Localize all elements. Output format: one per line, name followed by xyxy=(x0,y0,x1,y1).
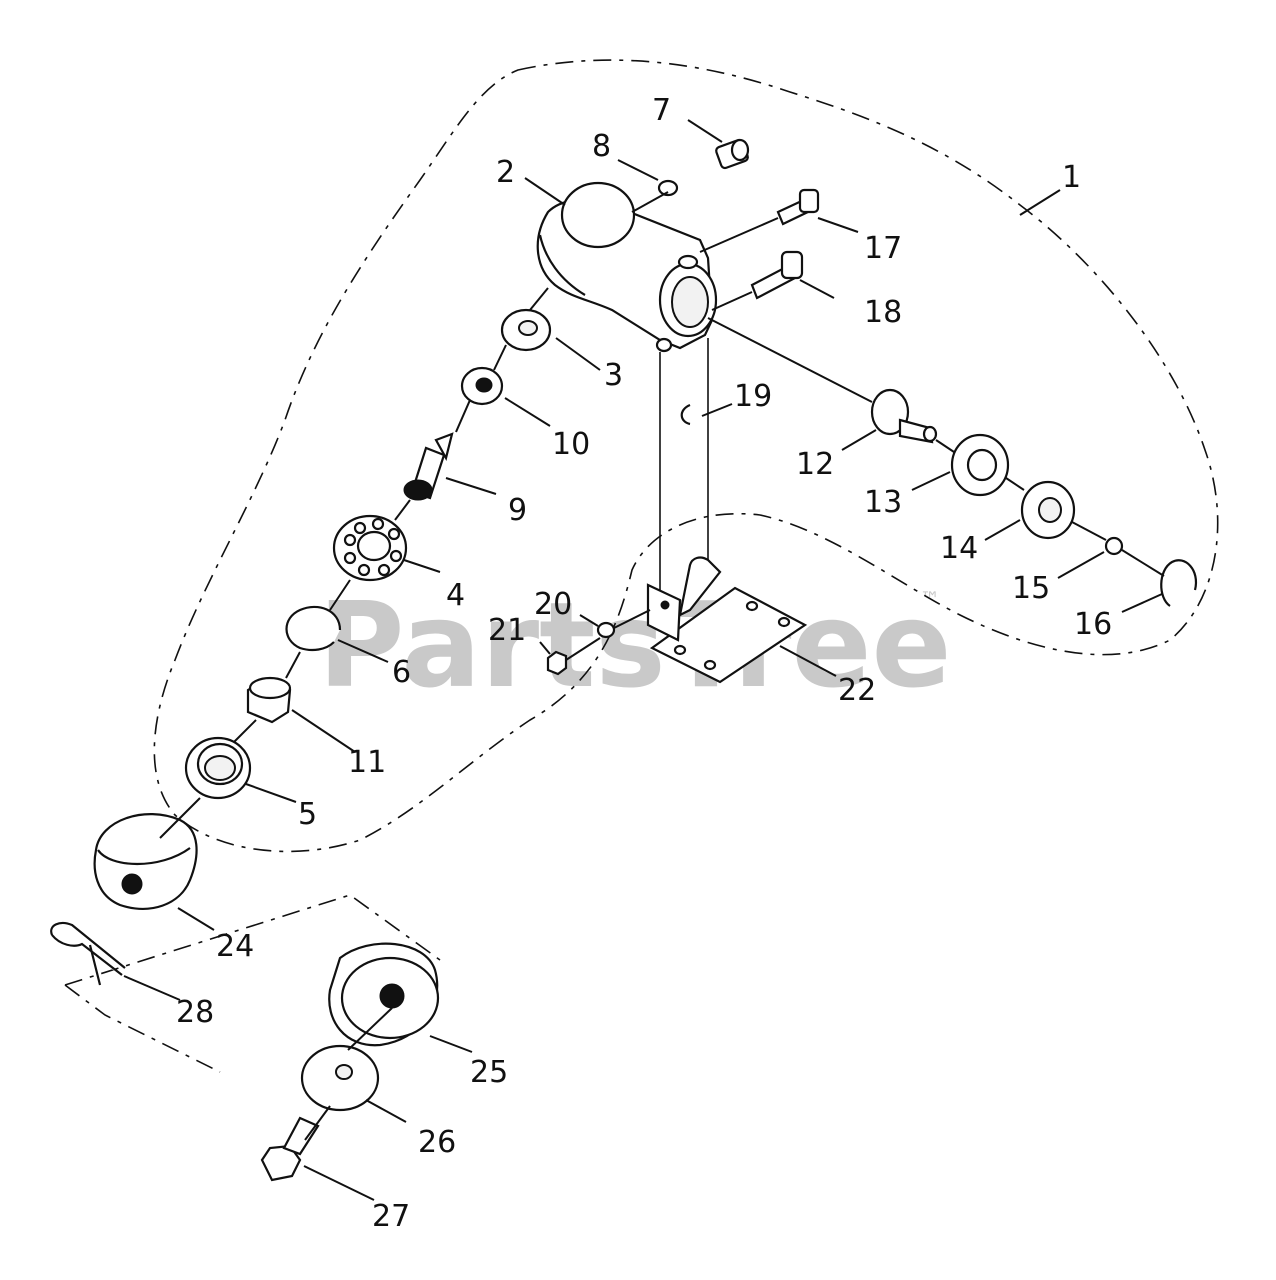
leader-lines xyxy=(123,119,1165,1201)
gear-10 xyxy=(460,366,504,406)
callout-11: 11 xyxy=(348,745,386,780)
callout-8: 8 xyxy=(592,129,611,164)
callout-3: 3 xyxy=(604,358,623,393)
washer-8 xyxy=(657,179,679,197)
callout-16: 16 xyxy=(1074,607,1112,642)
washer-15 xyxy=(1104,536,1124,556)
callout-2: 2 xyxy=(496,155,515,190)
callout-5: 5 xyxy=(298,797,317,832)
callout-14: 14 xyxy=(940,531,978,566)
bracket-22 xyxy=(646,338,808,684)
callouts: 1 2 3 4 5 6 7 8 9 10 11 12 13 14 15 16 1… xyxy=(176,93,1112,1234)
callout-21: 21 xyxy=(488,613,526,648)
bolt-18 xyxy=(750,250,804,300)
clip-19 xyxy=(680,403,691,426)
ball-bearing-4 xyxy=(332,514,408,582)
callout-25: 25 xyxy=(470,1055,508,1090)
callout-1: 1 xyxy=(1062,160,1081,195)
cotter-pin-28 xyxy=(50,921,126,986)
callout-6: 6 xyxy=(392,655,411,690)
cup-24 xyxy=(93,813,198,910)
callout-27: 27 xyxy=(372,1199,410,1234)
callout-13: 13 xyxy=(864,485,902,520)
gear-12 xyxy=(870,388,938,444)
callout-7: 7 xyxy=(652,93,671,128)
washer-20 xyxy=(596,621,616,639)
ball-bearing-13 xyxy=(950,433,1010,497)
callout-10: 10 xyxy=(552,427,590,462)
bearing-14 xyxy=(1020,480,1076,540)
callout-26: 26 xyxy=(418,1125,456,1160)
watermark: PartsTree xyxy=(318,576,952,714)
callout-4: 4 xyxy=(446,578,465,613)
seal-5 xyxy=(184,736,252,800)
bolt-7 xyxy=(715,138,750,170)
callout-9: 9 xyxy=(508,493,527,528)
snap-ring-6 xyxy=(285,605,342,652)
bearing-3 xyxy=(500,308,552,352)
gear-case-head xyxy=(536,181,718,353)
shaft-pinion-9 xyxy=(403,432,454,501)
spacer-11 xyxy=(246,676,292,724)
callout-18: 18 xyxy=(864,295,902,330)
callout-12: 12 xyxy=(796,447,834,482)
nut-26 xyxy=(300,1044,380,1112)
callout-28: 28 xyxy=(176,995,214,1030)
bolt-17 xyxy=(776,188,820,226)
snap-ring-16 xyxy=(1160,559,1198,607)
callout-24: 24 xyxy=(216,929,254,964)
kit-boundary xyxy=(64,894,441,1073)
bolt-27 xyxy=(260,1116,320,1182)
callout-19: 19 xyxy=(734,379,772,414)
nut-21 xyxy=(546,650,568,676)
callout-20: 20 xyxy=(534,587,572,622)
assembly-boundary xyxy=(153,59,1219,853)
callout-17: 17 xyxy=(864,231,902,266)
plate-25 xyxy=(328,942,440,1047)
callout-22: 22 xyxy=(838,673,876,708)
callout-15: 15 xyxy=(1012,571,1050,606)
